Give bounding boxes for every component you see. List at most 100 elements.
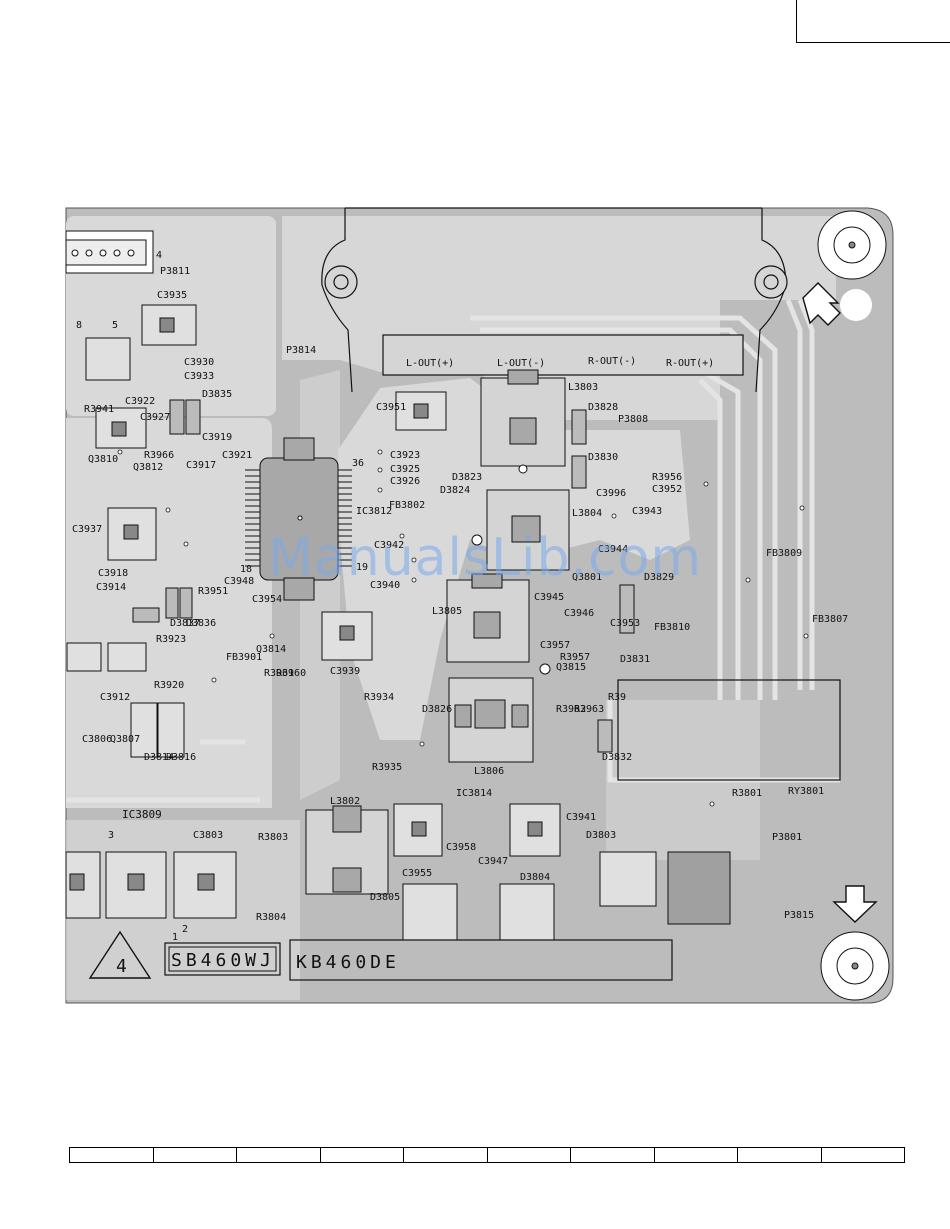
ref-label: R3951 <box>198 586 228 597</box>
ref-label: C3955 <box>402 868 432 879</box>
ref-label: C3914 <box>96 582 126 593</box>
up-arrow-icon <box>802 282 841 326</box>
ref-label: C3947 <box>478 856 508 867</box>
ref-label: D3837 <box>170 618 200 629</box>
board-code-right: KB460DE <box>296 952 400 973</box>
ref-label: Q3810 <box>88 454 118 465</box>
ref-label: R3966 <box>144 450 174 461</box>
output-traces <box>66 299 840 803</box>
ref-label: Q3801 <box>572 572 602 583</box>
ref-label: L3804 <box>572 508 602 519</box>
ref-label: D3832 <box>602 752 632 763</box>
ref-label: D3824 <box>440 485 470 496</box>
ref-label: R3804 <box>256 912 286 923</box>
ref-label: D3823 <box>452 472 482 483</box>
ref-label: RY3801 <box>788 786 824 797</box>
ref-label: Q3814 <box>256 644 286 655</box>
ref-label: L3802 <box>330 796 360 807</box>
l-out-pos-label: L-OUT(+) <box>406 358 454 369</box>
footer-cell <box>321 1148 404 1162</box>
relay-ry3801 <box>617 679 841 781</box>
ref-label: C3806 <box>82 734 112 745</box>
footer-cell <box>488 1148 571 1162</box>
ref-label: Q3812 <box>133 462 163 473</box>
footer-cell <box>237 1148 321 1162</box>
ref-label: D3828 <box>588 402 618 413</box>
ref-label: D3831 <box>620 654 650 665</box>
down-arrow-icon <box>832 885 878 923</box>
ref-label: FB3810 <box>654 622 690 633</box>
ref-label: C3951 <box>376 402 406 413</box>
ref-label: C3912 <box>100 692 130 703</box>
ref-label: D3835 <box>202 389 232 400</box>
reference-labels: P3811 P3814 C3935 C3930 C3933 D3835 C392… <box>72 250 848 943</box>
ref-label: IC3812 <box>356 506 392 517</box>
ref-label: D3803 <box>586 830 616 841</box>
r-out-pos-label: R-OUT(+) <box>666 358 714 369</box>
ic3812-pins <box>245 469 352 567</box>
ref-label: C3937 <box>72 524 102 535</box>
ref-label: C3803 <box>193 830 223 841</box>
ref-label: C3953 <box>610 618 640 629</box>
ref-label: C3939 <box>330 666 360 677</box>
ref-label: R39 <box>608 692 626 703</box>
ref-label: C3943 <box>632 506 662 517</box>
ref-label: C3945 <box>534 592 564 603</box>
ref-label: FB3802 <box>389 500 425 511</box>
ref-label: P3801 <box>772 832 802 843</box>
vias <box>117 449 809 807</box>
ref-label: R3801 <box>732 788 762 799</box>
warning-triangle-icon <box>88 930 152 979</box>
ref-label: C3927 <box>140 412 170 423</box>
ref-label: R3956 <box>652 472 682 483</box>
board-code-left: SB460WJ <box>171 950 275 971</box>
warning-number: 4 <box>116 956 127 977</box>
ref-label: C3952 <box>652 484 682 495</box>
inductors <box>305 369 570 895</box>
l-out-neg-label: L-OUT(-) <box>497 358 545 369</box>
footer-cell <box>571 1148 655 1162</box>
title-block-corner <box>796 0 950 43</box>
ref-label: C3918 <box>98 568 128 579</box>
ref-label: C3923 <box>390 450 420 461</box>
ref-label: 2 <box>182 924 188 935</box>
ref-label: P3808 <box>618 414 648 425</box>
ref-label: C3925 <box>390 464 420 475</box>
ref-label: D3814 <box>144 752 174 763</box>
footer-cell <box>738 1148 822 1162</box>
ref-label: C3933 <box>184 371 214 382</box>
ref-label: L3806 <box>474 766 504 777</box>
ref-label: C3940 <box>370 580 400 591</box>
ref-label: P3814 <box>286 345 316 356</box>
ref-label: R3961 <box>264 668 294 679</box>
ref-label: D3836 <box>186 618 216 629</box>
ref-label: L3805 <box>432 606 462 617</box>
ref-label: D3830 <box>588 452 618 463</box>
ref-label: FB3809 <box>766 548 802 559</box>
out-label-group: L-OUT(+) L-OUT(-) R-OUT(-) R-OUT(+) <box>406 356 714 369</box>
ref-label: R3957 <box>560 652 590 663</box>
footer-cell <box>655 1148 738 1162</box>
smd-packages <box>65 304 731 941</box>
ref-label: R3934 <box>364 692 394 703</box>
ref-label: R3963 <box>574 704 604 715</box>
ref-label: C3958 <box>446 842 476 853</box>
ref-label: P3811 <box>160 266 190 277</box>
ref-label: C3926 <box>390 476 420 487</box>
ref-label: L3803 <box>568 382 598 393</box>
ref-label: 8 <box>76 320 82 331</box>
ref-label: C3941 <box>566 812 596 823</box>
mounting-holes <box>817 210 890 1001</box>
ref-label: R3920 <box>154 680 184 691</box>
ref-label: 4 <box>156 250 162 261</box>
ref-label: C3935 <box>157 290 187 301</box>
ic3812-chip <box>259 437 339 601</box>
ref-label: 19 <box>356 562 368 573</box>
ref-label: D3804 <box>520 872 550 883</box>
ref-label: C3922 <box>125 396 155 407</box>
ref-label: D3829 <box>644 572 674 583</box>
ref-label: P3815 <box>784 910 814 921</box>
ref-label: R3803 <box>258 832 288 843</box>
footer-cell <box>154 1148 237 1162</box>
